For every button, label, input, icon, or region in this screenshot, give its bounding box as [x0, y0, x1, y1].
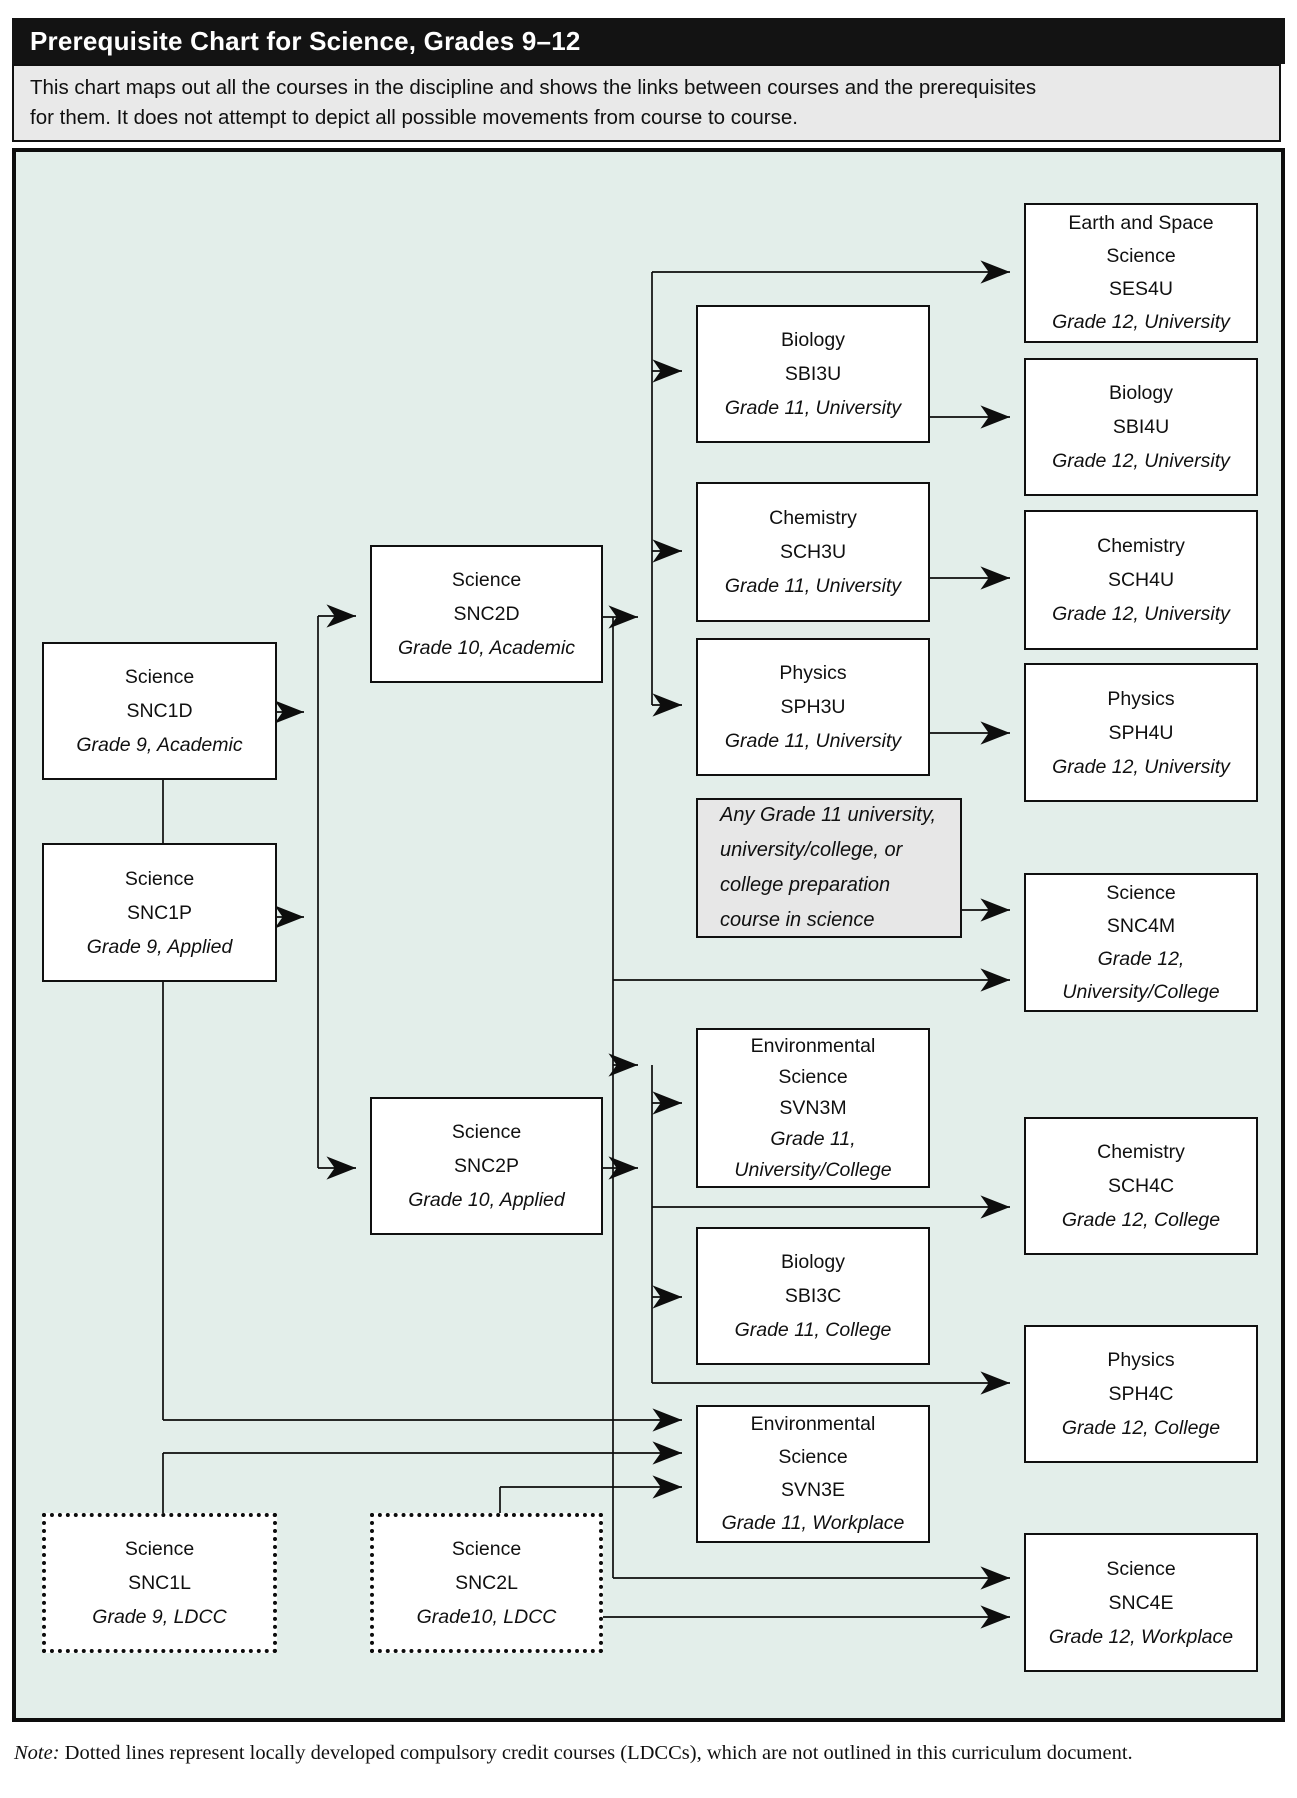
course-level: Grade 11, University	[724, 730, 902, 752]
chart-description-box: This chart maps out all the courses in t…	[12, 64, 1281, 142]
course-name: Science	[451, 569, 522, 591]
course-code: SNC4E	[1108, 1591, 1174, 1614]
course-box-svn3m: Environmental Science SVN3M Grade 11, Un…	[696, 1028, 930, 1188]
note-line: Any Grade 11 university,	[720, 804, 937, 826]
course-level: University/College	[734, 1158, 892, 1181]
course-box-sph4u: Physics SPH4U Grade 12, University	[1024, 663, 1258, 802]
course-code: SCH3U	[779, 541, 847, 563]
course-level: Grade 12, University	[1052, 450, 1230, 472]
course-level: Grade 9, LDCC	[92, 1606, 227, 1628]
course-name: Science	[451, 1538, 522, 1560]
course-box-sbi3c: Biology SBI3C Grade 11, College	[696, 1227, 930, 1365]
course-level: University/College	[1062, 980, 1220, 1003]
footnote-text: Dotted lines represent locally developed…	[59, 1742, 1133, 1764]
course-level: Grade 11, College	[734, 1319, 892, 1341]
course-box-sph4c: Physics SPH4C Grade 12, College	[1024, 1325, 1258, 1463]
course-box-snc1d: Science SNC1D Grade 9, Academic	[42, 642, 277, 780]
course-box-snc4e: Science SNC4E Grade 12, Workplace	[1024, 1533, 1258, 1672]
course-code: SCH4U	[1107, 569, 1175, 591]
course-level: Grade 10, Applied	[408, 1189, 565, 1211]
course-name: Physics	[1107, 687, 1175, 710]
course-code: SNC2D	[453, 603, 520, 625]
course-name: Biology	[1109, 382, 1173, 404]
any-grade11-science-note-box: Any Grade 11 university, university/coll…	[696, 798, 962, 938]
course-name: Science	[451, 1121, 522, 1143]
course-level: Grade 10, Academic	[397, 637, 576, 659]
course-level: Grade 12, College	[1061, 1209, 1221, 1231]
course-level: Grade10, LDCC	[416, 1606, 557, 1628]
course-level: Grade 11, University	[724, 397, 902, 419]
course-box-sbi3u: Biology SBI3U Grade 11, University	[696, 305, 930, 443]
course-box-snc2d: Science SNC2D Grade 10, Academic	[370, 545, 603, 683]
course-box-svn3e: Environmental Science SVN3E Grade 11, Wo…	[696, 1405, 930, 1543]
course-box-snc2p: Science SNC2P Grade 10, Applied	[370, 1097, 603, 1235]
course-code: SNC2L	[455, 1572, 518, 1594]
course-level: Grade 12, University	[1052, 311, 1230, 333]
course-level: Grade 11, Workplace	[721, 1512, 905, 1534]
course-level: Grade 12, Workplace	[1048, 1625, 1234, 1648]
course-box-sch3u: Chemistry SCH3U Grade 11, University	[696, 482, 930, 622]
course-box-ses4u: Earth and Space Science SES4U Grade 12, …	[1024, 203, 1258, 343]
page-title-bar: Prerequisite Chart for Science, Grades 9…	[12, 18, 1285, 64]
page-title: Prerequisite Chart for Science, Grades 9…	[30, 25, 581, 56]
course-level: Grade 11,	[770, 1127, 856, 1150]
course-level: Grade 12, University	[1052, 755, 1230, 778]
course-name: Science	[1106, 245, 1176, 267]
course-name: Environmental	[750, 1034, 876, 1057]
course-code: SVN3M	[779, 1096, 847, 1119]
ldcc-footnote: Note: Dotted lines represent locally dev…	[14, 1742, 1289, 1765]
course-box-sch4c: Chemistry SCH4C Grade 12, College	[1024, 1117, 1258, 1255]
course-box-snc1l: Science SNC1L Grade 9, LDCC	[42, 1513, 277, 1653]
course-box-snc4m: Science SNC4M Grade 12, University/Colle…	[1024, 873, 1258, 1012]
course-name: Chemistry	[769, 507, 857, 529]
course-name: Science	[124, 666, 195, 688]
course-code: SNC1P	[126, 901, 193, 924]
course-code: SBI3C	[784, 1285, 842, 1307]
footnote-label: Note:	[14, 1742, 60, 1764]
note-line: university/college, or	[720, 839, 903, 861]
course-name: Science	[1106, 1557, 1176, 1580]
course-name: Chemistry	[1097, 1141, 1185, 1163]
course-name: Chemistry	[1097, 535, 1185, 557]
course-level: Grade 11, University	[724, 575, 902, 597]
course-name: Science	[1106, 881, 1176, 904]
course-box-snc2l: Science SNC2L Grade10, LDCC	[370, 1513, 603, 1653]
course-code: SVN3E	[781, 1479, 845, 1501]
course-code: SNC1L	[128, 1572, 191, 1594]
course-box-sph3u: Physics SPH3U Grade 11, University	[696, 638, 930, 776]
course-name: Science	[778, 1446, 848, 1468]
course-level: Grade 12, University	[1052, 603, 1230, 625]
course-level: Grade 12,	[1097, 947, 1185, 970]
chart-description: This chart maps out all the courses in t…	[30, 76, 1037, 129]
course-box-sbi4u: Biology SBI4U Grade 12, University	[1024, 358, 1258, 496]
course-name: Physics	[1107, 1349, 1175, 1371]
course-name: Biology	[781, 329, 845, 351]
course-code: SPH4C	[1108, 1383, 1174, 1405]
note-line: course in science	[720, 909, 875, 931]
course-code: SBI3U	[784, 363, 842, 385]
course-level: Grade 9, Applied	[86, 935, 233, 958]
course-level: Grade 9, Academic	[76, 734, 243, 756]
course-level: Grade 12, College	[1061, 1417, 1221, 1439]
course-code: SBI4U	[1112, 416, 1170, 438]
course-code: SPH3U	[780, 696, 846, 718]
course-code: SNC2P	[453, 1155, 520, 1177]
course-code: SNC4M	[1106, 914, 1176, 937]
course-name: Earth and Space	[1068, 212, 1214, 234]
course-code: SES4U	[1109, 278, 1173, 300]
course-name: Physics	[779, 662, 847, 684]
course-name: Science	[124, 1538, 195, 1560]
course-name: Environmental	[750, 1413, 876, 1435]
course-name: Science	[778, 1065, 848, 1088]
note-line: college preparation	[720, 874, 891, 896]
course-box-sch4u: Chemistry SCH4U Grade 12, University	[1024, 510, 1258, 650]
course-code: SPH4U	[1108, 721, 1174, 744]
course-name: Science	[124, 867, 195, 890]
course-code: SNC1D	[126, 700, 193, 722]
course-box-snc1p: Science SNC1P Grade 9, Applied	[42, 843, 277, 982]
course-name: Biology	[781, 1251, 845, 1273]
course-code: SCH4C	[1107, 1175, 1175, 1197]
